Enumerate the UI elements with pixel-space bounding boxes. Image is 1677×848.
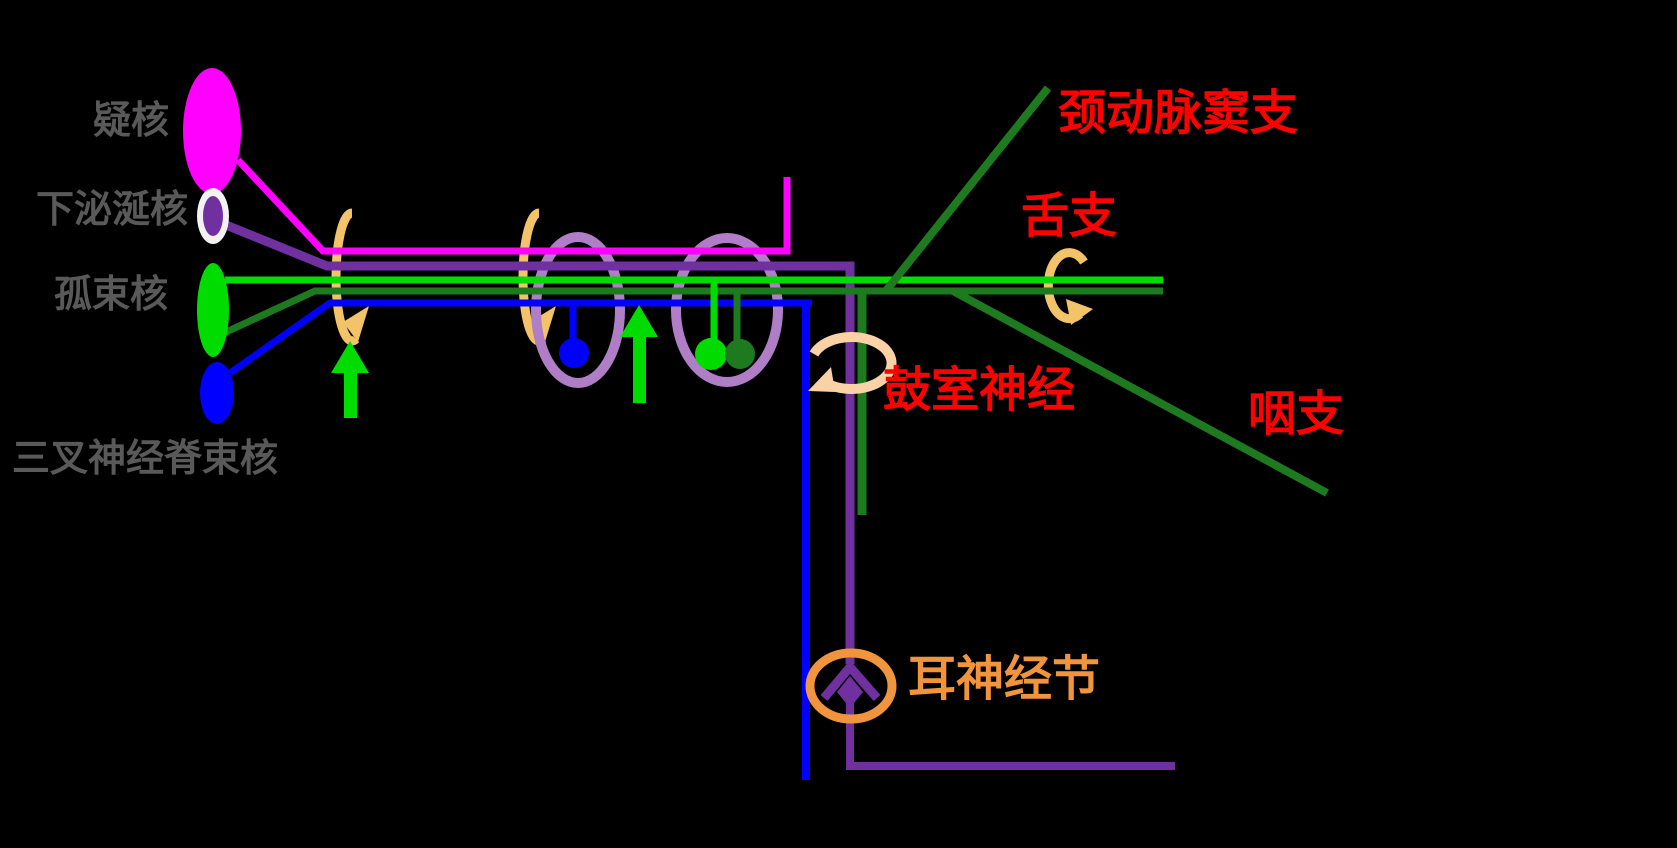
bright-green-synapse-dot <box>695 338 727 370</box>
pharyngeal-branch-line <box>951 287 1329 497</box>
label-tympanic-nerve: 鼓室神经 <box>883 364 1076 417</box>
otic-ganglion-circle-icon <box>805 648 897 724</box>
spinal-trigeminal-nucleus-ellipse <box>200 362 234 424</box>
label-lingual-branch: 舌支 <box>1021 190 1118 243</box>
ganglion-ring-1 <box>531 232 625 388</box>
up-arrow-icon-2 <box>620 305 658 403</box>
motor-fiber-line <box>235 157 791 255</box>
postganglionic-fiber-line <box>846 703 1175 770</box>
inferior-salivatory-nucleus-ellipse <box>203 196 223 236</box>
visceral-sensory-fiber-line <box>222 287 1163 337</box>
blue-synapse-dot <box>559 338 589 368</box>
synapse-chevron-icon <box>820 660 881 701</box>
label-spinal-trigeminal-nucleus: 三叉神经脊束核 <box>12 438 279 480</box>
nucleus-ambiguus-ellipse <box>183 68 241 194</box>
otic-ganglion-symbol <box>805 648 897 724</box>
up-arrow-icon-1 <box>331 341 369 418</box>
rotation-loop-icon-1 <box>331 208 369 346</box>
ganglion-ring-2 <box>671 233 783 387</box>
label-inferior-salivatory-nucleus: 下泌涎核 <box>36 189 189 231</box>
dark-green-synapse-dot <box>725 339 755 369</box>
label-otic-ganglion: 耳神经节 <box>908 653 1101 706</box>
synapse-diamond-icon <box>837 676 863 708</box>
somatic-sensory-fiber-line <box>227 299 812 376</box>
rotation-loop-icon-tympanic <box>808 332 897 394</box>
label-carotid-sinus-branch: 颈动脉窦支 <box>1058 87 1299 140</box>
label-pharyngeal-branch: 咽支 <box>1248 388 1345 441</box>
parasympathetic-fiber-line <box>219 218 855 664</box>
label-nucleus-solitary-tract: 孤束核 <box>54 274 169 316</box>
carotid-sinus-branch-line <box>881 85 1052 295</box>
label-nucleus-ambiguus: 疑核 <box>93 100 170 142</box>
nucleus-solitary-tract-ellipse <box>197 263 229 357</box>
